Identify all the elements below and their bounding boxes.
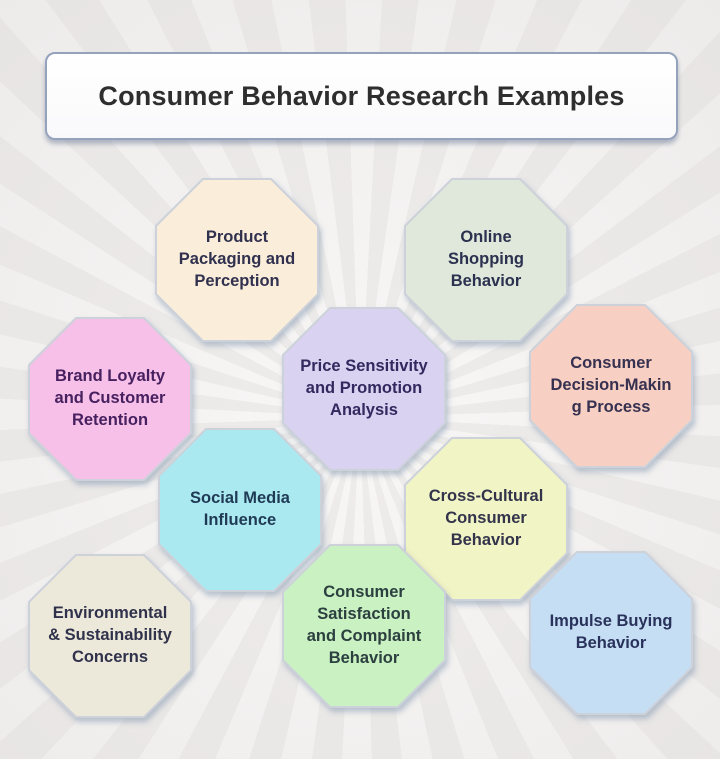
octagon-border: Social Media Influence	[158, 428, 322, 592]
octagon-border: Consumer Satisfaction and Complaint Beha…	[282, 544, 446, 708]
node-label: Product Packaging and Perception	[178, 228, 296, 290]
octagon-border: Impulse Buying Behavior	[529, 551, 693, 715]
title-box: Consumer Behavior Research Examples	[45, 52, 678, 140]
octagon-fill: Environmental & Sustainability Concerns	[30, 556, 190, 716]
octagon-fill: Social Media Influence	[160, 430, 320, 590]
node-brand-loyalty: Brand Loyalty and Customer Retention	[28, 317, 192, 481]
octagon-border: Price Sensitivity and Promotion Analysis	[282, 307, 446, 471]
node-social-media: Social Media Influence	[158, 428, 322, 592]
octagon-border: Cross-Cultural Consumer Behavior	[404, 437, 568, 601]
octagon-fill: Online Shopping Behavior	[406, 180, 566, 340]
node-label: Consumer Decision-Makin g Process	[550, 354, 672, 416]
octagon-border: Product Packaging and Perception	[155, 178, 319, 342]
node-environmental: Environmental & Sustainability Concerns	[28, 554, 192, 718]
octagon-border: Consumer Decision-Makin g Process	[529, 304, 693, 468]
node-label: Environmental & Sustainability Concerns	[48, 604, 172, 666]
node-online-shopping: Online Shopping Behavior	[404, 178, 568, 342]
node-label: Brand Loyalty and Customer Retention	[54, 367, 166, 429]
octagon-fill: Impulse Buying Behavior	[531, 553, 691, 713]
octagon-fill: Price Sensitivity and Promotion Analysis	[284, 309, 444, 469]
octagon-fill: Brand Loyalty and Customer Retention	[30, 319, 190, 479]
node-label: Cross-Cultural Consumer Behavior	[428, 487, 544, 549]
octagon-fill: Product Packaging and Perception	[157, 180, 317, 340]
node-label: Impulse Buying Behavior	[549, 612, 673, 652]
node-price-sensitivity: Price Sensitivity and Promotion Analysis	[282, 307, 446, 471]
node-consumer-satisfaction: Consumer Satisfaction and Complaint Beha…	[282, 544, 446, 708]
node-cross-cultural: Cross-Cultural Consumer Behavior	[404, 437, 568, 601]
node-consumer-decision: Consumer Decision-Makin g Process	[529, 304, 693, 468]
node-label: Price Sensitivity and Promotion Analysis	[300, 357, 428, 419]
octagon-border: Online Shopping Behavior	[404, 178, 568, 342]
octagon-fill: Cross-Cultural Consumer Behavior	[406, 439, 566, 599]
page-title: Consumer Behavior Research Examples	[98, 80, 625, 111]
node-label: Consumer Satisfaction and Complaint Beha…	[306, 583, 422, 667]
octagon-border: Environmental & Sustainability Concerns	[28, 554, 192, 718]
node-impulse-buying: Impulse Buying Behavior	[529, 551, 693, 715]
node-product-packaging: Product Packaging and Perception	[155, 178, 319, 342]
octagon-fill: Consumer Satisfaction and Complaint Beha…	[284, 546, 444, 706]
octagon-border: Brand Loyalty and Customer Retention	[28, 317, 192, 481]
node-label: Social Media Influence	[190, 489, 290, 529]
octagon-fill: Consumer Decision-Makin g Process	[531, 306, 691, 466]
node-label: Online Shopping Behavior	[447, 228, 525, 290]
